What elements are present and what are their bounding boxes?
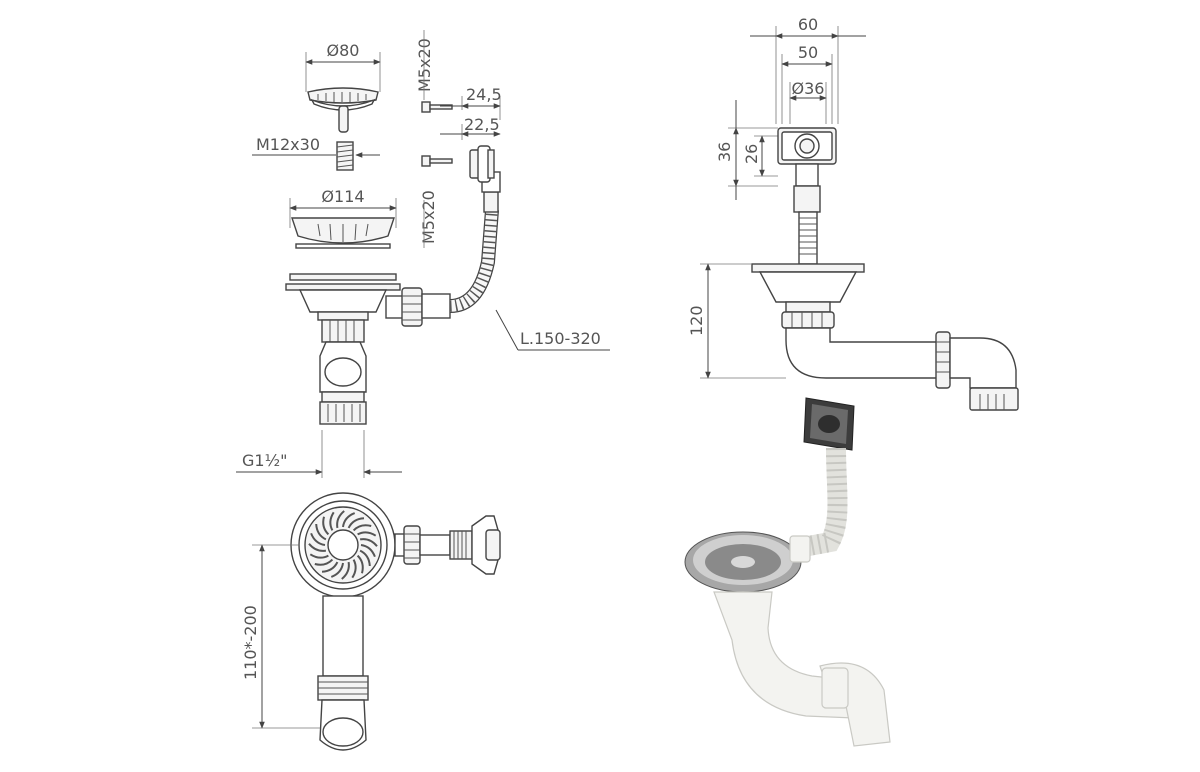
label-120: 120 [687, 305, 706, 336]
label-m5x20-top: M5x20 [415, 38, 434, 92]
strainer-blade [341, 561, 350, 580]
label-d36: Ø36 [792, 79, 825, 98]
label-26: 26 [742, 144, 761, 164]
flange-ring [291, 217, 395, 249]
dim-d114: Ø114 [289, 187, 397, 228]
label-110-200: 110*-200 [241, 605, 260, 680]
dim-g1-5: G1½" [236, 430, 402, 478]
label-22-5: 22,5 [464, 115, 500, 134]
strainer-body [285, 273, 451, 425]
strainer-blade [314, 558, 334, 566]
label-d80: Ø80 [327, 41, 360, 60]
label-l150-320: L.150-320 [520, 329, 601, 348]
strainer-blade [315, 523, 327, 541]
exploded-side-view: Ø80 M12x30 [236, 30, 610, 478]
strainer-blade [322, 516, 330, 536]
dim-120: 120 [687, 263, 786, 379]
label-36: 36 [715, 142, 734, 162]
strainer-blade [347, 517, 365, 529]
dim-overflow-screws: M5x20 M5x20 24,5 22,5 [415, 30, 502, 248]
label-d114: Ø114 [321, 187, 364, 206]
strainer-blade [336, 510, 345, 529]
dim-60-50-36: 60 50 Ø36 [750, 15, 866, 124]
strainer-blade [321, 561, 339, 573]
overflow-hose: L.150-320 [449, 145, 610, 351]
label-50: 50 [798, 43, 818, 62]
strainer-blade [359, 538, 378, 547]
strainer-blade [310, 532, 326, 546]
strainer-blade [352, 524, 372, 532]
strainer-blade [351, 559, 357, 579]
top-view: 110*-200 [241, 492, 501, 751]
strainer-blade [309, 553, 329, 559]
label-g1-5: G1½" [242, 451, 287, 470]
label-m12x30: M12x30 [256, 135, 320, 154]
strainer-blade [356, 554, 364, 574]
strainer-blade [330, 562, 344, 578]
dim-36-26: 36 26 [715, 100, 778, 200]
strainer-blade [359, 549, 371, 567]
product-render [684, 397, 891, 747]
strainer-basket [307, 87, 379, 133]
strainer-blade [329, 511, 335, 531]
strainer-blade [357, 531, 377, 537]
strainer-blade [308, 543, 327, 552]
label-60: 60 [798, 15, 818, 34]
dim-d80: Ø80 [305, 41, 381, 92]
right-side-view: 60 50 Ø36 36 26 [687, 15, 1019, 411]
strainer-blade [360, 544, 376, 558]
label-m5x20-mid: M5x20 [419, 190, 438, 244]
label-24-5: 24,5 [466, 85, 502, 104]
dim-m12x30: M12x30 [252, 135, 380, 171]
dim-110-200: 110*-200 [241, 544, 320, 729]
strainer-blade [342, 512, 356, 528]
